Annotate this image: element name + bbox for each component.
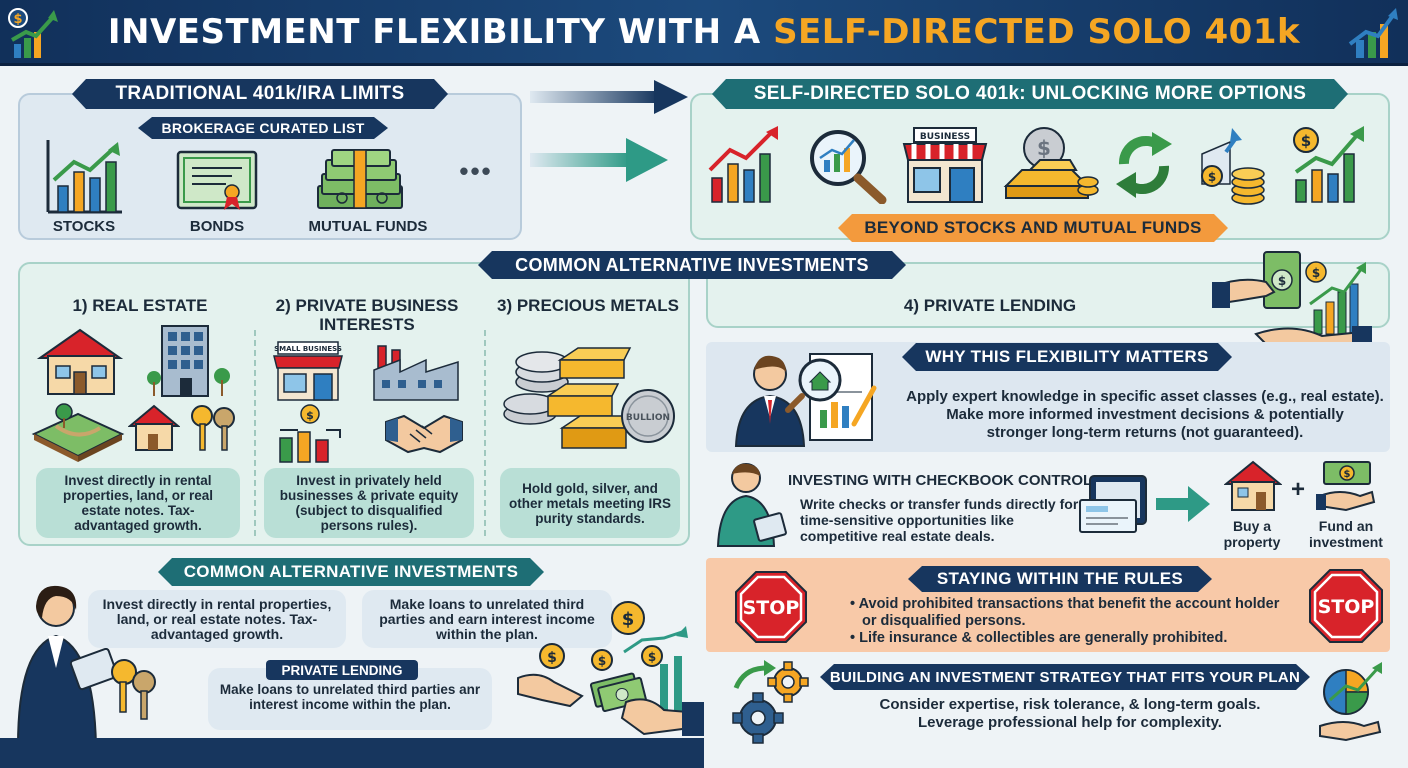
footer-spacer — [704, 752, 1408, 768]
svg-text:$: $ — [622, 609, 635, 630]
lending-summary-box: Make loans to unrelated third parties an… — [362, 590, 612, 648]
businesswoman-with-tablet-icon — [8, 578, 168, 748]
traditional-limits-title: TRADITIONAL 401k/IRA LIMITS — [72, 79, 448, 109]
gold-silver-bullion-icon: BULLION — [500, 340, 680, 450]
growth-chart-logo-icon — [1346, 6, 1400, 60]
svg-text:STOP: STOP — [743, 597, 800, 619]
gears-icon — [728, 660, 816, 744]
precious-metals-heading: 3) PRECIOUS METALS — [497, 296, 679, 315]
rules-title: STAYING WITHIN THE RULES — [908, 566, 1212, 592]
factory-icon — [370, 340, 464, 402]
mutual-funds-label: MUTUAL FUNDS — [308, 218, 428, 235]
small-business-store-icon: SMALL BUSINESS — [272, 340, 344, 402]
svg-text:$: $ — [648, 650, 656, 664]
column-divider — [254, 330, 256, 536]
private-lending-label: PRIVATE LENDING — [266, 660, 418, 680]
coins-growth-icon: $ — [1196, 124, 1276, 206]
checkbook-title: INVESTING WITH CHECKBOOK CONTROL — [788, 472, 1093, 489]
private-business-description: Invest in privately held businesses & pr… — [264, 468, 474, 538]
private-lending-heading: 4) PRIVATE LENDING — [903, 296, 1077, 315]
column-divider — [484, 330, 486, 536]
rules-text: • Avoid prohibited transactions that ben… — [850, 596, 1280, 646]
svg-text:$: $ — [1344, 469, 1351, 480]
house-icon — [36, 326, 132, 396]
pie-chart-growth-icon — [1316, 660, 1388, 742]
dollar-growth-chart-icon: $ — [1288, 124, 1370, 206]
small-house-icon — [128, 404, 180, 452]
growth-chart-icon — [706, 124, 784, 204]
stop-sign-icon: STOP — [734, 570, 808, 644]
page-title: INVESTMENT FLEXIBILITY WITH A SELF-DIREC… — [107, 11, 1301, 52]
real-estate-summary-box: Invest directly in rental properties, la… — [88, 590, 346, 648]
svg-text:$: $ — [598, 654, 606, 668]
analyst-with-magnifier-icon — [724, 348, 892, 448]
svg-text:BUSINESS: BUSINESS — [920, 132, 970, 142]
stop-sign-icon: STOP — [1308, 568, 1384, 644]
growth-chart-logo-icon: $ — [6, 6, 60, 60]
plus-sign: + — [1290, 476, 1305, 503]
alternatives-secondary-title: COMMON ALTERNATIVE INVESTMENTS — [158, 558, 544, 586]
more-options-ellipsis: ••• — [459, 156, 493, 186]
svg-text:$: $ — [1037, 136, 1051, 160]
svg-text:$: $ — [1312, 266, 1320, 280]
buy-property-label: Buy a property — [1223, 518, 1281, 550]
svg-text:$: $ — [1278, 274, 1286, 288]
private-business-heading: 2) PRIVATE BUSINESS INTERESTS — [275, 296, 459, 334]
office-building-icon — [146, 322, 236, 398]
brokerage-list-subtitle: BROKERAGE CURATED LIST — [138, 117, 388, 139]
investment-growth-icon: $ — [274, 404, 350, 464]
svg-text:$: $ — [1208, 170, 1216, 184]
stocks-chart-icon — [44, 140, 124, 214]
traditional-limits-panel — [18, 93, 522, 240]
hands-coins-cash-icon: $ $ $ $ — [514, 598, 704, 738]
stocks-label: STOCKS — [52, 218, 116, 235]
magnifier-chart-icon — [804, 124, 888, 204]
private-lending-text: Make loans to unrelated third parties an… — [219, 682, 481, 712]
real-estate-description: Invest directly in rental properties, la… — [36, 468, 240, 538]
tablet-check-icon — [1078, 474, 1150, 536]
why-flexibility-title: WHY THIS FLEXIBILITY MATTERS — [902, 343, 1232, 371]
hand-cash-growth-icon: $ $ — [1212, 246, 1372, 356]
checkbook-panel — [706, 458, 1390, 552]
svg-text:$: $ — [547, 650, 557, 666]
cash-stack-icon — [312, 146, 408, 216]
self-directed-title: SELF-DIRECTED SOLO 401k: UNLOCKING MORE … — [712, 79, 1348, 109]
svg-text:SMALL BUSINESS: SMALL BUSINESS — [274, 345, 342, 353]
handshake-icon — [384, 408, 464, 458]
svg-text:$: $ — [13, 12, 22, 27]
land-plot-icon — [30, 398, 126, 462]
svg-text:$: $ — [1301, 132, 1311, 150]
why-flexibility-text: Apply expert knowledge in specific asset… — [906, 388, 1384, 441]
page-header: INVESTMENT FLEXIBILITY WITH A SELF-DIREC… — [0, 0, 1408, 66]
footer-bar — [0, 738, 704, 768]
gold-bars-coin-icon: $ — [1000, 124, 1100, 204]
recycle-arrows-icon — [1104, 124, 1184, 204]
business-storefront-icon: BUSINESS — [900, 126, 990, 204]
strategy-title: BUILDING AN INVESTMENT STRATEGY THAT FIT… — [820, 664, 1310, 690]
svg-text:BULLION: BULLION — [626, 413, 670, 423]
alternatives-title: COMMON ALTERNATIVE INVESTMENTS — [478, 251, 906, 279]
bond-certificate-icon — [176, 150, 258, 214]
arrow-right-icon — [530, 80, 690, 114]
beyond-stocks-banner: BEYOND STOCKS AND MUTUAL FUNDS — [838, 214, 1228, 242]
strategy-text: Consider expertise, risk tolerance, & lo… — [879, 696, 1261, 731]
hand-cash-icon: $ — [1316, 460, 1376, 512]
precious-metals-description: Hold gold, silver, and other metals meet… — [500, 468, 680, 538]
person-with-tablet-icon — [714, 460, 792, 548]
arrow-right-icon — [1156, 486, 1212, 522]
svg-text:$: $ — [306, 409, 314, 422]
real-estate-heading: 1) REAL ESTATE — [72, 296, 208, 315]
checkbook-text: Write checks or transfer funds directly … — [800, 496, 1079, 544]
arrow-right-icon — [530, 138, 670, 182]
keys-icon — [188, 402, 240, 454]
fund-investment-label: Fund an investment — [1309, 518, 1383, 550]
bonds-label: BONDS — [189, 218, 245, 235]
svg-text:STOP: STOP — [1318, 596, 1375, 618]
house-icon — [1224, 460, 1282, 512]
